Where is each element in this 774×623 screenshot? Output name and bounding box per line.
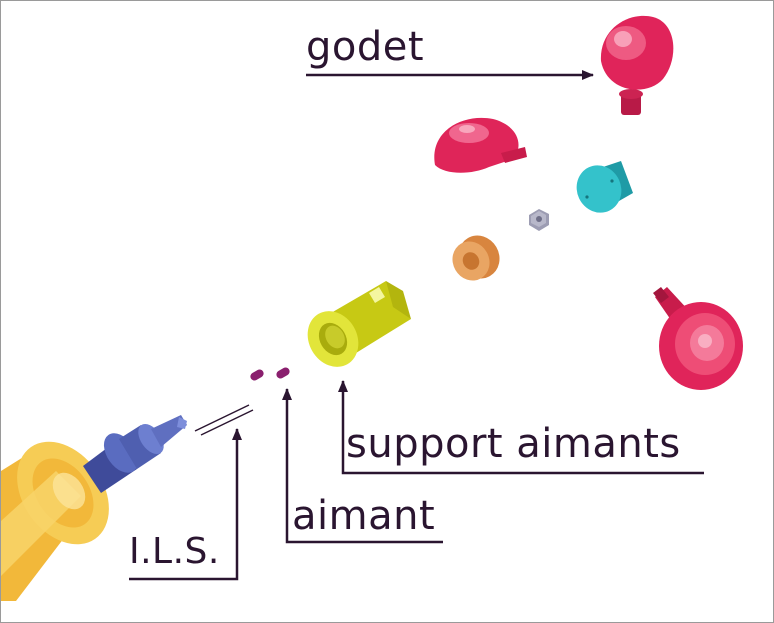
- ils-reed-switch: [194, 404, 254, 436]
- cup-godet: [600, 15, 674, 115]
- label-support-aimants: support aimants: [346, 421, 681, 467]
- leader-ils: [129, 428, 242, 581]
- teal-cap: [576, 161, 633, 213]
- cup-bowl: [653, 287, 743, 390]
- leader-support-aimants: [338, 380, 704, 475]
- hex-nut: [529, 209, 549, 231]
- label-godet: godet: [306, 24, 425, 70]
- cup-half-dome: [434, 117, 527, 173]
- orange-bushing: [452, 235, 500, 281]
- magnet-support-cylinder: [307, 281, 411, 367]
- label-aimant: aimant: [292, 493, 436, 539]
- label-ils: I.L.S.: [129, 531, 220, 572]
- blue-nozzle: [83, 415, 187, 493]
- leader-aimant: [282, 388, 443, 544]
- magnet-pair: [250, 367, 290, 381]
